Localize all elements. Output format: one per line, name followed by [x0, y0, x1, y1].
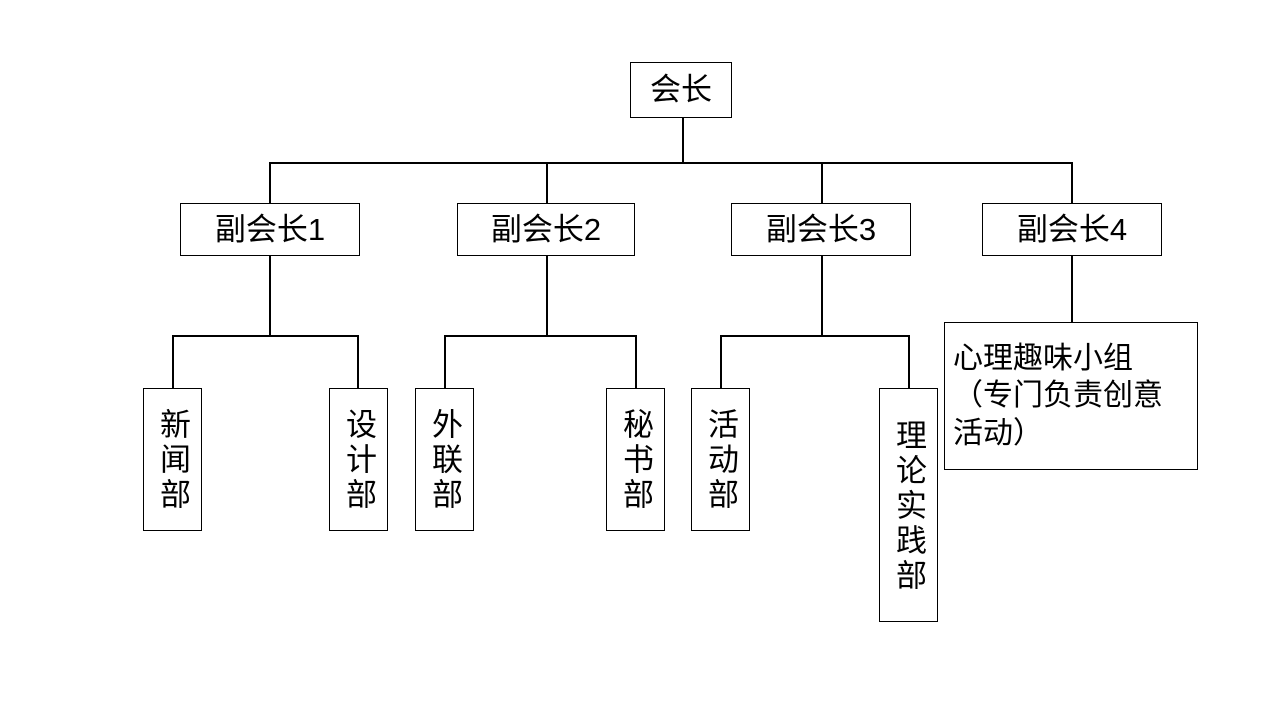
node-president[interactable]: 会长	[630, 62, 732, 118]
edge-vp1-to-design	[357, 335, 359, 388]
edge-vp2-stem	[546, 256, 548, 335]
node-vice-president-2[interactable]: 副会长2	[457, 203, 635, 256]
node-outreach-department[interactable]: 外联部	[415, 388, 474, 531]
edge-vp3-to-theory-practice	[908, 335, 910, 388]
edge-president-to-vp4	[1071, 162, 1073, 204]
edge-vp2-bus	[444, 335, 636, 337]
edge-vp3-stem	[821, 256, 823, 335]
edge-vp1-bus	[172, 335, 358, 337]
node-psychology-interest-group[interactable]: 心理趣味小组（专门负责创意活动）	[944, 322, 1198, 470]
node-news-department[interactable]: 新闻部	[143, 388, 202, 531]
node-vice-president-1[interactable]: 副会长1	[180, 203, 360, 256]
node-theory-practice-department[interactable]: 理论实践部	[879, 388, 938, 622]
node-design-department[interactable]: 设计部	[329, 388, 388, 531]
edge-president-to-vp1	[269, 162, 271, 204]
edge-vp2-to-outreach	[444, 335, 446, 388]
edge-president-stem	[682, 118, 684, 163]
node-activity-department[interactable]: 活动部	[691, 388, 750, 531]
node-secretary-department[interactable]: 秘书部	[606, 388, 665, 531]
edge-vp2-to-secretary	[635, 335, 637, 388]
edge-president-bus	[269, 162, 1073, 164]
edge-vp1-to-news	[172, 335, 174, 388]
edge-vp1-stem	[269, 256, 271, 335]
node-vice-president-4[interactable]: 副会长4	[982, 203, 1162, 256]
edge-vp3-to-activity	[720, 335, 722, 388]
node-vice-president-3[interactable]: 副会长3	[731, 203, 911, 256]
edge-president-to-vp3	[821, 162, 823, 204]
edge-vp3-bus	[720, 335, 910, 337]
edge-vp4-to-psychology-group	[1071, 256, 1073, 323]
edge-president-to-vp2	[546, 162, 548, 204]
